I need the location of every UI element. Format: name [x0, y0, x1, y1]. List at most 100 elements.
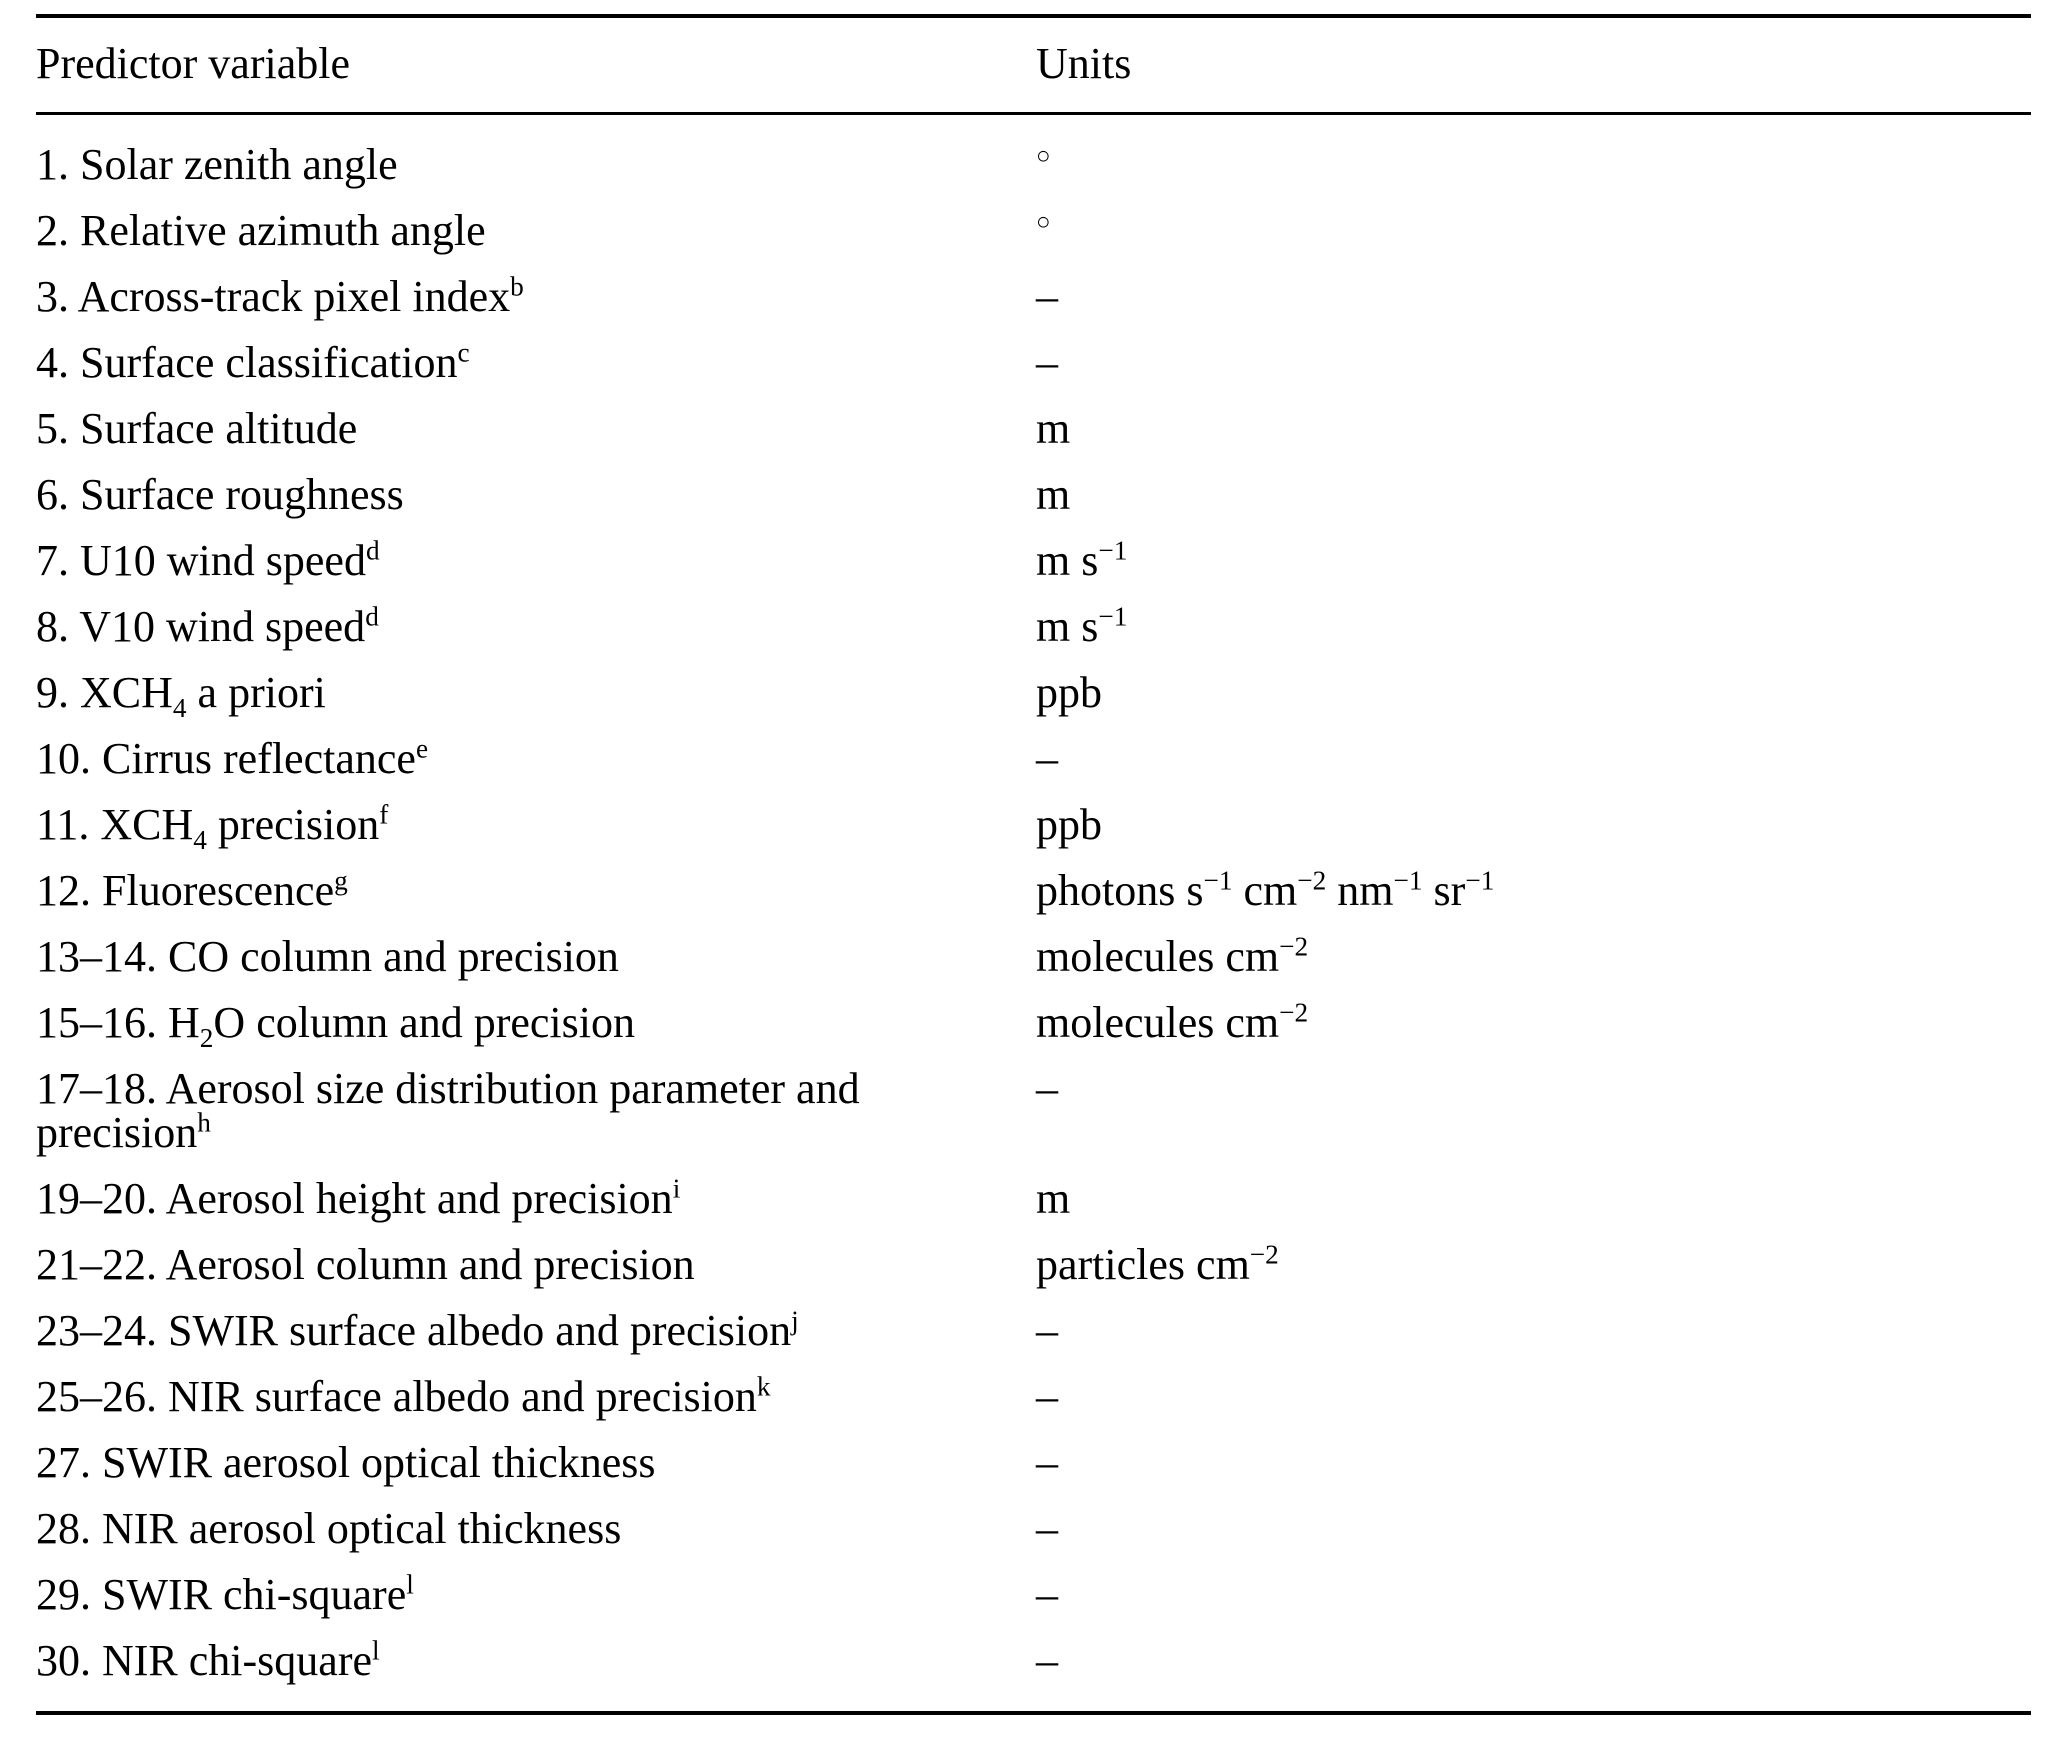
- table-row: 30. NIR chi-squarel–: [36, 1628, 2031, 1703]
- row-variable-name: SWIR chi-square: [102, 1570, 407, 1619]
- cell-units: –: [1036, 338, 1058, 387]
- footnote-marker: l: [406, 1569, 414, 1600]
- table-row: 27. SWIR aerosol optical thickness–: [36, 1430, 2031, 1496]
- row-index: 13–14.: [36, 932, 157, 981]
- cell-units: m s−1: [1036, 601, 1128, 651]
- row-index: 6.: [36, 470, 69, 519]
- row-index: 8.: [36, 602, 69, 651]
- row-index: 19–20.: [36, 1174, 157, 1223]
- footnote-marker: c: [457, 337, 470, 368]
- row-index: 30.: [36, 1636, 91, 1685]
- cell-predictor-variable: 3. Across-track pixel indexb: [36, 264, 1036, 330]
- row-variable-name: Aerosol column and precision: [165, 1240, 695, 1289]
- footnote-marker: b: [510, 271, 524, 302]
- table-row: 10. Cirrus reflectancee–: [36, 726, 2031, 792]
- row-index: 5.: [36, 404, 69, 453]
- column-header-predictor-variable: Predictor variable: [36, 39, 350, 88]
- row-index: 10.: [36, 734, 91, 783]
- row-index: 9.: [36, 668, 69, 717]
- row-index: 7.: [36, 536, 69, 585]
- table-row: 25–26. NIR surface albedo and precisionk…: [36, 1364, 2031, 1430]
- table-top-rule: [36, 14, 2031, 18]
- table-row: 23–24. SWIR surface albedo and precision…: [36, 1298, 2031, 1364]
- row-index: 29.: [36, 1570, 91, 1619]
- cell-units: –: [1036, 1372, 1058, 1421]
- cell-units: –: [1036, 1636, 1058, 1685]
- row-variable-name: CO column and precision: [168, 932, 619, 981]
- row-variable-name: Aerosol size distribution parameter and …: [36, 1064, 860, 1157]
- row-variable-name: XCH4 a priori: [80, 668, 326, 723]
- cell-predictor-variable: 27. SWIR aerosol optical thickness: [36, 1430, 1036, 1496]
- cell-predictor-variable: 9. XCH4 a priori: [36, 660, 1036, 726]
- cell-units: –: [1036, 734, 1058, 783]
- row-variable-name: Solar zenith angle: [80, 140, 398, 189]
- cell-units: molecules cm−2: [1036, 931, 1309, 981]
- cell-units: m s−1: [1036, 535, 1128, 585]
- cell-predictor-variable: 6. Surface roughness: [36, 462, 1036, 528]
- row-variable-name: Across-track pixel index: [77, 272, 511, 321]
- table-row: 1. Solar zenith angle○: [36, 115, 2031, 198]
- row-index: 17–18.: [36, 1064, 157, 1113]
- row-variable-name: Surface altitude: [80, 404, 358, 453]
- cell-predictor-variable: 28. NIR aerosol optical thickness: [36, 1496, 1036, 1562]
- cell-predictor-variable: 12. Fluorescenceg: [36, 858, 1036, 924]
- cell-predictor-variable: 11. XCH4 precisionf: [36, 792, 1036, 858]
- table-row: 28. NIR aerosol optical thickness–: [36, 1496, 2031, 1562]
- footnote-marker: f: [379, 799, 389, 830]
- row-variable-name: XCH4 precision: [100, 800, 380, 855]
- cell-units: –: [1036, 1064, 1058, 1113]
- row-variable-name: NIR aerosol optical thickness: [102, 1504, 622, 1553]
- cell-units: molecules cm−2: [1036, 997, 1309, 1047]
- footnote-marker: d: [365, 535, 380, 566]
- cell-units: –: [1036, 1306, 1058, 1355]
- footnote-marker: h: [197, 1107, 211, 1138]
- row-variable-name: SWIR surface albedo and precision: [168, 1306, 792, 1355]
- row-variable-name: Aerosol height and precision: [165, 1174, 673, 1223]
- row-index: 28.: [36, 1504, 91, 1553]
- table-body: 1. Solar zenith angle○2. Relative azimut…: [36, 115, 2031, 1703]
- footnote-marker: k: [756, 1371, 771, 1402]
- table-row: 17–18. Aerosol size distribution paramet…: [36, 1056, 2031, 1166]
- row-variable-name: NIR surface albedo and precision: [168, 1372, 757, 1421]
- footnote-marker: l: [372, 1635, 380, 1666]
- row-variable-name: H2O column and precision: [168, 998, 635, 1053]
- cell-predictor-variable: 8. V10 wind speedd: [36, 594, 1036, 660]
- cell-predictor-variable: 15–16. H2O column and precision: [36, 990, 1036, 1056]
- cell-units: photons s−1 cm−2 nm−1 sr−1: [1036, 865, 1495, 915]
- cell-units: ○: [1036, 208, 1051, 236]
- cell-units: –: [1036, 1570, 1058, 1619]
- table-row: 29. SWIR chi-squarel –: [36, 1562, 2031, 1628]
- table-row: 7. U10 wind speedd m s−1: [36, 528, 2031, 594]
- row-index: 27.: [36, 1438, 91, 1487]
- cell-predictor-variable: 23–24. SWIR surface albedo and precision…: [36, 1298, 1036, 1364]
- row-variable-name: SWIR aerosol optical thickness: [102, 1438, 656, 1487]
- cell-predictor-variable: 17–18. Aerosol size distribution paramet…: [36, 1056, 1036, 1166]
- cell-units: ○: [1036, 142, 1051, 170]
- table-row: 2. Relative azimuth angle○: [36, 198, 2031, 264]
- table: Predictor variable Units: [36, 18, 2031, 112]
- table-row: 13–14. CO column and precision molecules …: [36, 924, 2031, 990]
- row-variable-name: U10 wind speed: [80, 536, 366, 585]
- footnote-marker: i: [672, 1173, 681, 1204]
- row-variable-name: Surface roughness: [80, 470, 404, 519]
- table-header-row: Predictor variable Units: [36, 18, 2031, 112]
- row-index: 23–24.: [36, 1306, 157, 1355]
- cell-units: particles cm−2: [1036, 1239, 1279, 1289]
- cell-predictor-variable: 21–22. Aerosol column and precision: [36, 1232, 1036, 1298]
- row-index: 15–16.: [36, 998, 157, 1047]
- row-variable-name: Surface classification: [80, 338, 458, 387]
- footnote-marker: g: [334, 865, 348, 896]
- row-variable-name: V10 wind speed: [79, 602, 366, 651]
- cell-predictor-variable: 5. Surface altitude: [36, 396, 1036, 462]
- footnote-marker: d: [365, 601, 379, 632]
- table-row: 3. Across-track pixel indexb–: [36, 264, 2031, 330]
- cell-units: m: [1036, 404, 1071, 453]
